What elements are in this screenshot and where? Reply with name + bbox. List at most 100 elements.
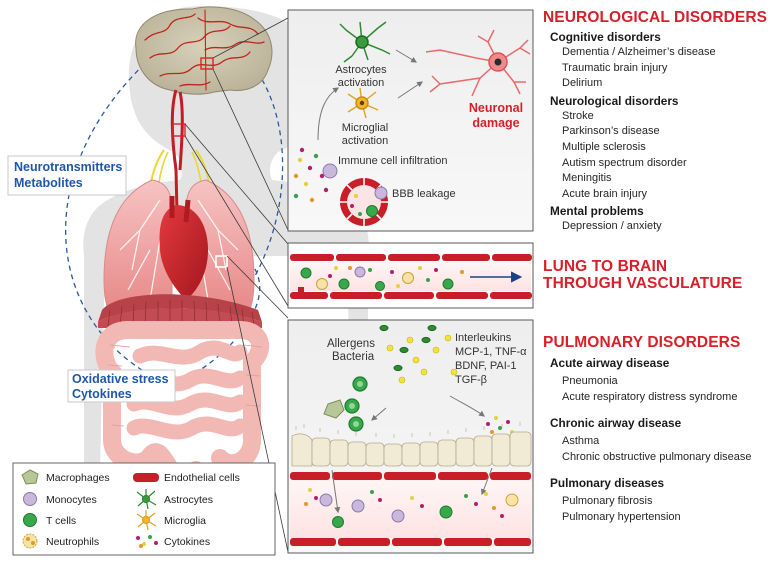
pulmonary-diseases-heading: Pulmonary diseases (550, 476, 665, 491)
lungs (103, 179, 255, 323)
astrocytes-label-line2: activation (338, 77, 384, 89)
legend-neutrophils-label: Neutrophils (46, 536, 99, 548)
neurological-disorders-heading: NEUROLOGICAL DISORDERS (543, 9, 768, 26)
macrophage-icon (323, 399, 345, 419)
legend-cytokines-label: Cytokines (164, 536, 210, 548)
brain-panel: Astrocytes activation Microglial activat… (287, 9, 534, 232)
legend-microglia-icon (136, 510, 157, 531)
neurotransmitters-text: Neurotransmitters (14, 160, 122, 174)
allergen-dots (386, 334, 458, 384)
epithelium-to-vessel-arrow-2 (480, 467, 493, 496)
bbb-leakage-label: BBB leakage (392, 188, 456, 200)
panel-connectors (184, 17, 289, 553)
neuro-item: Autism spectrum disorder (562, 156, 687, 169)
legend-t-cell-icon (23, 513, 37, 527)
vessel-panel (287, 242, 534, 309)
legend-monocytes-label: Monocytes (46, 494, 97, 506)
legend-t-cells-label: T cells (46, 515, 76, 527)
epithelium-to-vessel-arrow-1 (331, 469, 341, 514)
legend-astrocytes-label: Astrocytes (164, 494, 213, 506)
mediator-line-4: TGF-β (455, 374, 487, 386)
legend-neutrophil-icon (22, 533, 38, 549)
neuro-item: Multiple sclerosis (562, 140, 646, 153)
neuro-item: Parkinson’s disease (562, 125, 660, 138)
cilia (295, 422, 521, 438)
acute-airway-heading: Acute airway disease (550, 356, 670, 370)
neuro-item: Meningitis (562, 172, 612, 185)
legend-macrophages-label: Macrophages (46, 472, 110, 484)
vessel-wall-top (290, 254, 532, 261)
mediator-line-3: BDNF, PAI-1 (455, 360, 517, 372)
legend-microglia-label: Microglia (164, 515, 206, 527)
pulm-item: Pneumonia (562, 375, 618, 387)
lung-vessel-wall (290, 472, 531, 546)
astrocyte-icon (339, 21, 391, 63)
immune-infiltration-label: Immune cell infiltration (338, 155, 447, 167)
pulmonary-disorders-section: PULMONARY DISORDERS Acute airway disease… (543, 334, 768, 526)
astrocytes-label-line1: Astrocytes (335, 64, 387, 76)
pulm-item: Asthma (562, 435, 600, 448)
bacteria-label: Bacteria (332, 351, 375, 363)
through-vasculature-heading: THROUGH VASCULATURE (543, 275, 743, 292)
cytokines-text: Cytokines (72, 387, 132, 401)
legend-neutrophil-granule (31, 541, 35, 545)
t-cell-nucleus (353, 421, 359, 427)
metabolites-text: Metabolites (14, 176, 83, 190)
neuro-item: Depression / anxiety (562, 220, 662, 233)
neuro-item: Delirium (562, 77, 603, 90)
neuro-item: Stroke (562, 109, 594, 122)
legend-monocyte-icon (23, 492, 37, 506)
vessel-wall-bottom (290, 292, 532, 299)
microglial-label-line2: activation (342, 135, 388, 147)
micro-to-neuron-arrow (397, 81, 423, 99)
chronic-airway-heading: Chronic airway disease (550, 416, 682, 431)
mediator-arrow (449, 395, 485, 417)
pulm-item: Pulmonary fibrosis (562, 495, 653, 508)
infiltration-up-arrow (317, 87, 339, 141)
legend: Macrophages Endothelial cells Monocytes … (12, 462, 276, 556)
neuron-icon (425, 29, 531, 97)
t-cell-nucleus (357, 381, 363, 387)
bacteria-icons (379, 324, 437, 372)
neurotransmitters-label-box: Neurotransmitters Metabolites (7, 155, 127, 196)
legend-neutrophil-granule (26, 537, 30, 541)
lung-vessel-cells (304, 488, 519, 528)
vasculature-section: LUNG TO BRAIN THROUGH VASCULATURE (543, 258, 768, 292)
astro-to-neuron-arrow (395, 49, 418, 63)
heart (159, 196, 208, 300)
neurological-disorders-section: NEUROLOGICAL DISORDERS Cognitive disorde… (543, 9, 768, 235)
neuro-item: Acute brain injury (562, 187, 647, 200)
monocyte-icon (322, 163, 338, 179)
neuronal-damage-line2: damage (472, 116, 519, 130)
mediator-line-1: Interleukins (455, 332, 512, 344)
mediator-line-2: MCP-1, TNF-α (455, 346, 527, 358)
legend-endothelial-icon (133, 473, 159, 482)
allergens-label: Allergens (327, 338, 375, 350)
microglia-icon (347, 87, 379, 119)
cognitive-disorders-heading: Cognitive disorders (550, 30, 661, 44)
mental-problems-heading: Mental problems (550, 204, 644, 219)
vessel-cells (298, 266, 464, 292)
neuronal-damage-line1: Neuronal (469, 101, 523, 115)
legend-macrophage-icon (21, 469, 39, 485)
pulm-item: Acute respiratory distress syndrome (562, 390, 738, 403)
pulm-item: Pulmonary hypertension (562, 510, 681, 523)
neuro-item: Traumatic brain injury (562, 61, 668, 74)
lung-panel: Allergens Bacteria Interleukins MCP-1, T… (287, 319, 534, 554)
legend-endothelial-label: Endothelial cells (164, 472, 240, 484)
brain-cytokines (293, 147, 329, 203)
bacteria-to-cells-arrow (371, 407, 387, 421)
t-cell-nucleus (349, 403, 355, 409)
pulm-item: Chronic obstructive pulmonary disease (562, 450, 752, 463)
legend-cytokines-icon (136, 535, 158, 548)
microglial-label-line1: Microglial (342, 122, 388, 134)
legend-astrocyte-icon (136, 489, 157, 510)
oxidative-stress-label-box: Oxidative stress Cytokines (67, 369, 176, 403)
bbb-vessel-cross-section (340, 178, 388, 226)
lung-to-brain-heading: LUNG TO BRAIN (543, 258, 668, 275)
neuro-item: Dementia / Alzheimer’s disease (562, 46, 716, 58)
pulmonary-disorders-heading: PULMONARY DISORDERS (543, 334, 741, 351)
neurological-disorders-subheading: Neurological disorders (550, 93, 679, 108)
airway-epithelium (291, 431, 532, 467)
